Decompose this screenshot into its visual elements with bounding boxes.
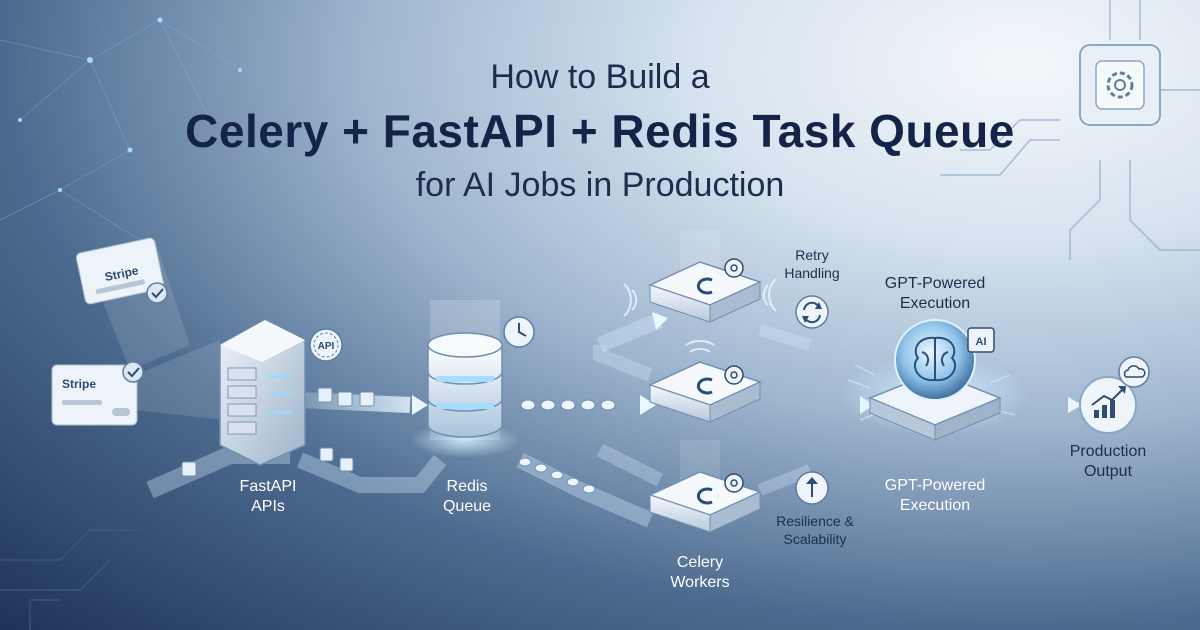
workers-label-line1: Celery (676, 554, 724, 571)
stripe-card-top (75, 237, 190, 370)
cloud-icon (1118, 356, 1150, 388)
worker-node-3 (647, 471, 763, 533)
celery-workers-label: Celery Workers (660, 553, 740, 593)
stripe-card-bottom (51, 340, 225, 426)
fastapi-label-line2: APIs (251, 498, 285, 515)
output-line2: Output (1083, 463, 1133, 480)
api-icon (309, 328, 343, 362)
gear-icon (724, 258, 744, 493)
ai-icon (967, 327, 995, 353)
ai-badge-label: AI (976, 336, 987, 348)
circuit-lines-bottom (0, 529, 140, 630)
resilience-label: Resilience & Scalability (760, 512, 870, 548)
refresh-icon (795, 295, 829, 329)
stripe-card-top-label: Stripe (104, 263, 140, 284)
brain-icon (913, 336, 957, 382)
production-output-label: Production Output (1058, 442, 1158, 482)
redis-label: Redis Queue (432, 477, 502, 517)
gpt-label-top: GPT-Powered Execution (870, 274, 1000, 314)
fastapi-label: FastAPI APIs (228, 477, 308, 517)
fastapi-server (219, 319, 306, 466)
queue-tokens (518, 399, 616, 494)
worker-node-2 (647, 361, 763, 423)
retry-label-line1: Retry (795, 247, 829, 263)
gpt-top-line1: GPT-Powered (884, 275, 986, 292)
clock-icon (503, 316, 535, 348)
gpt-bottom-line1: GPT-Powered (884, 477, 986, 494)
gpt-label-bottom: GPT-Powered Execution (870, 476, 1000, 516)
worker-node-1 (647, 261, 763, 323)
chip-gear-icon (1079, 44, 1161, 126)
chart-up-icon (1079, 376, 1137, 434)
title-main: Celery + FastAPI + Redis Task Queue (185, 105, 1015, 157)
output-line1: Production (1069, 443, 1147, 460)
resilience-label-line2: Scalability (783, 531, 847, 547)
retry-label-line2: Handling (784, 265, 840, 281)
title-line-3: for AI Jobs in Production (415, 166, 785, 204)
gpt-bottom-line2: Execution (899, 497, 971, 514)
stripe-card-bottom-label: Stripe (62, 377, 96, 391)
retry-label: Retry Handling (772, 246, 852, 282)
data-cubes (181, 387, 375, 477)
api-badge-label: API (318, 341, 335, 352)
title-line-1: How to Build a (490, 58, 710, 96)
fastapi-label-line1: FastAPI (239, 478, 297, 495)
wifi-waves (623, 278, 777, 353)
redis-queue (410, 300, 520, 458)
circuit-lines (940, 0, 1200, 260)
gpt-top-line2: Execution (899, 295, 971, 312)
resilience-label-line1: Resilience & (776, 513, 854, 529)
redis-label-line1: Redis (446, 478, 488, 495)
workers-label-line2: Workers (670, 574, 730, 591)
network-nodes (18, 17, 242, 192)
arrow-up-icon (795, 471, 829, 505)
redis-label-line2: Queue (442, 498, 492, 515)
